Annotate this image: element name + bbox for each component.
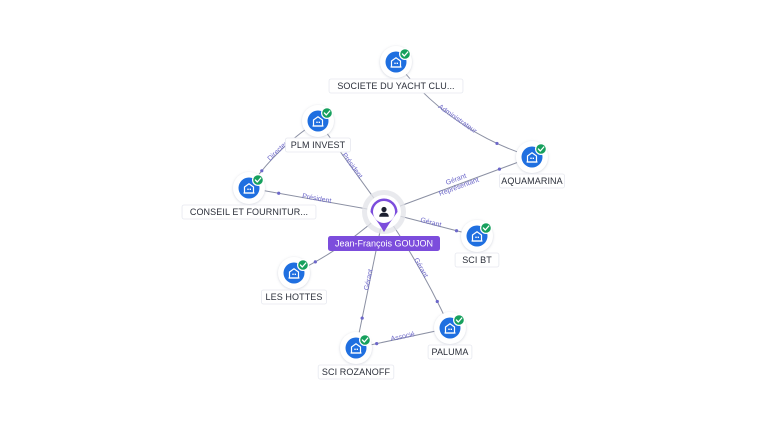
edge-line	[395, 61, 533, 158]
check-icon	[252, 174, 265, 187]
edge-arrow-icon	[360, 316, 364, 320]
check-icon	[321, 106, 334, 119]
edge-label: GérantReprésentant	[435, 169, 480, 198]
center-name: Jean-François GOUJON	[335, 238, 433, 248]
edge-label: Président	[302, 193, 332, 205]
edge-label: Gérant	[412, 257, 429, 279]
edge-label: Administrateur	[437, 103, 479, 135]
edge-label: Gérant	[363, 269, 374, 291]
node-label-box	[499, 173, 565, 189]
building-icon	[471, 231, 483, 242]
node-label-box	[328, 78, 464, 94]
edge-yacht-aquamarina: Administrateur	[395, 61, 533, 158]
edge-arrow-icon	[454, 229, 459, 233]
node-label: SOCIETE DU YACHT CLU...	[337, 81, 454, 91]
building-icon	[390, 57, 402, 68]
node-label-box	[285, 137, 351, 153]
check-icon	[534, 143, 547, 156]
building-icon	[243, 183, 255, 194]
node-label-box	[454, 252, 500, 268]
check-icon	[480, 222, 493, 235]
edge-arrow-icon	[495, 141, 499, 146]
node-label: AQUAMARINA	[501, 176, 563, 186]
building-icon	[526, 152, 538, 163]
edge-arrow-icon	[313, 260, 317, 264]
edge-arrow-icon	[277, 191, 281, 195]
node-label: SCI ROZANOFF	[322, 367, 391, 377]
edge-arrow-icon	[260, 169, 264, 173]
node-label: PALUMA	[432, 347, 469, 357]
edge-label: Président	[340, 152, 363, 180]
check-icon	[359, 334, 372, 347]
company-node-scibt[interactable]: SCI BT	[454, 220, 500, 268]
company-node-aquamarina[interactable]: AQUAMARINA	[499, 141, 565, 189]
node-label: LES HOTTES	[265, 292, 322, 302]
check-icon	[399, 47, 412, 60]
company-node-paluma[interactable]: PALUMA	[427, 312, 473, 360]
company-node-yacht[interactable]: SOCIETE DU YACHT CLU...	[328, 46, 464, 94]
edge-label: Gérant	[420, 217, 443, 229]
edge-arrow-icon	[375, 342, 379, 346]
edge-arrow-icon	[497, 167, 502, 171]
check-icon	[297, 259, 310, 272]
company-node-plm[interactable]: PLM INVEST	[285, 105, 351, 153]
check-icon	[453, 314, 466, 327]
edge-arrow-icon	[435, 299, 439, 304]
company-node-hottes[interactable]: LES HOTTES	[261, 257, 327, 305]
center-node[interactable]: Jean-François GOUJON	[328, 190, 440, 251]
node-label: SCI BT	[462, 255, 492, 265]
edge-label: Associé	[390, 331, 416, 343]
building-icon	[288, 268, 300, 279]
company-node-conseil[interactable]: CONSEIL ET FOURNITUR...	[181, 172, 317, 220]
nodes-layer: SOCIETE DU YACHT CLU... PLM INVEST CONSEIL…	[181, 46, 565, 380]
company-node-rozanoff[interactable]: SCI ROZANOFF	[317, 332, 395, 380]
node-label: CONSEIL ET FOURNITUR...	[190, 207, 308, 217]
building-icon	[312, 116, 324, 127]
node-label: PLM INVEST	[291, 140, 346, 150]
node-label-box	[317, 364, 395, 380]
building-icon	[350, 343, 362, 354]
center-label-box	[328, 236, 440, 251]
node-label-box	[261, 289, 327, 305]
node-label-box	[427, 344, 473, 360]
building-icon	[444, 323, 456, 334]
node-label-box	[181, 204, 317, 220]
person-icon	[379, 206, 389, 217]
